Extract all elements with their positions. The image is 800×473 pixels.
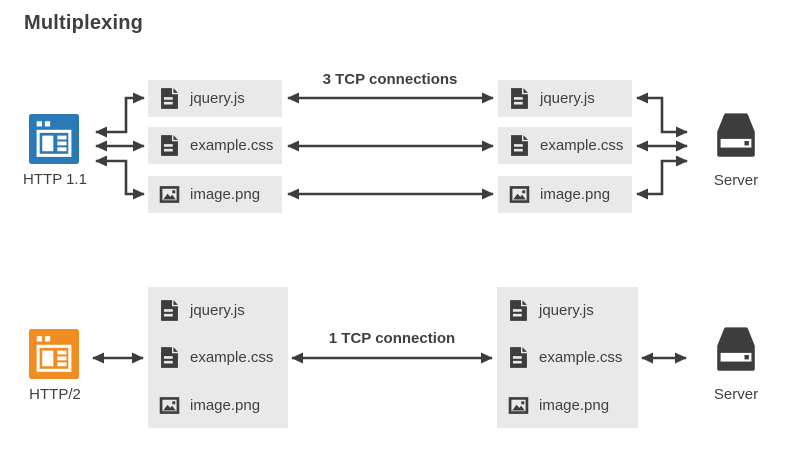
file-name-label: jquery.js [190,301,245,319]
file-row: example.css [507,346,638,370]
file-box: jquery.js [498,80,632,117]
file-name-label: example.css [190,349,274,366]
file-name-label: example.css [190,137,274,154]
file-box: image.png [148,176,282,213]
server-icon [710,112,762,160]
file-row: example.css [158,346,288,370]
connection-count-label: 1 TCP connection [328,330,456,347]
file-text-icon [158,299,181,322]
file-image-icon [158,183,181,206]
file-name-label: image.png [539,396,610,414]
browser-icon [29,329,79,379]
file-row: jquery.js [158,298,288,322]
file-image-icon [507,394,530,417]
file-image-icon [158,394,181,417]
file-image-icon [508,183,531,206]
http1-server-label: Server [713,172,759,189]
http1-client-label: HTTP 1.1 [23,171,87,188]
file-text-icon [158,87,181,110]
server-icon [710,326,762,374]
file-name-label: image.png [190,396,261,414]
file-text-icon [158,346,181,369]
file-text-icon [158,134,181,157]
http2-client-label: HTTP/2 [29,386,81,403]
file-name-label: image.png [540,186,611,203]
file-name-label: example.css [540,137,624,154]
diagram-title: Multiplexing [24,12,144,34]
file-name-label: example.css [539,349,623,366]
file-row: jquery.js [507,298,638,322]
file-row: image.png [507,393,638,417]
file-box: example.css [498,127,632,164]
http2-server-label: Server [713,386,759,403]
connection-count-label: 3 TCP connections [322,71,458,88]
browser-icon [29,114,79,164]
file-name-label: jquery.js [539,301,594,319]
file-name-label: image.png [190,186,261,203]
file-box: image.png [498,176,632,213]
file-name-label: jquery.js [540,90,595,107]
file-group-box: jquery.js example.css image.png [148,287,288,428]
file-text-icon [508,87,531,110]
file-text-icon [507,299,530,322]
file-box: example.css [148,127,282,164]
file-text-icon [507,346,530,369]
file-group-box: jquery.js example.css image.png [497,287,638,428]
file-box: jquery.js [148,80,282,117]
file-name-label: jquery.js [190,90,245,107]
file-row: image.png [158,393,288,417]
file-text-icon [508,134,531,157]
